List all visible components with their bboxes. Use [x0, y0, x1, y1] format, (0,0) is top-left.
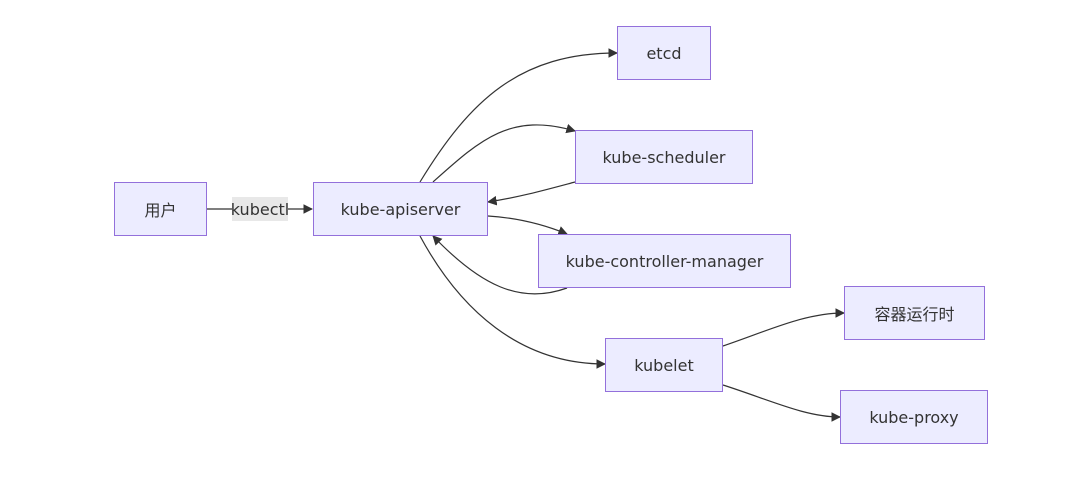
edge-apiserver-to-etcd [419, 48, 618, 183]
edge-scheduler-to-apiserver [487, 181, 576, 206]
node-kube-proxy-label: kube-proxy [869, 407, 959, 427]
edge-apiserver-to-kubelet [419, 235, 606, 369]
node-user: 用户 [114, 182, 207, 236]
node-kube-scheduler: kube-scheduler [575, 130, 753, 184]
node-kube-controller-manager-label: kube-controller-manager [565, 251, 764, 271]
node-container-runtime: 容器运行时 [844, 286, 985, 340]
edge-label-kubectl: kubectl [231, 197, 289, 221]
node-container-runtime-label: 容器运行时 [874, 305, 955, 324]
node-etcd-label: etcd [646, 43, 682, 63]
edge-controller-manager-to-apiserver [432, 235, 568, 295]
node-user-label: 用户 [144, 201, 177, 220]
node-kubelet-label: kubelet [634, 355, 694, 375]
node-kube-scheduler-label: kube-scheduler [602, 147, 726, 167]
node-kube-controller-manager: kube-controller-manager [538, 234, 791, 288]
edge-kubelet-to-proxy [722, 384, 841, 422]
node-kube-apiserver-label: kube-apiserver [340, 199, 461, 219]
node-kubelet: kubelet [605, 338, 723, 392]
edge-apiserver-to-scheduler [432, 123, 576, 183]
node-etcd: etcd [617, 26, 711, 80]
node-kube-proxy: kube-proxy [840, 390, 988, 444]
node-kube-apiserver: kube-apiserver [313, 182, 488, 236]
edge-kubelet-to-runtime [722, 308, 845, 347]
edge-apiserver-to-controller-manager [487, 215, 568, 236]
